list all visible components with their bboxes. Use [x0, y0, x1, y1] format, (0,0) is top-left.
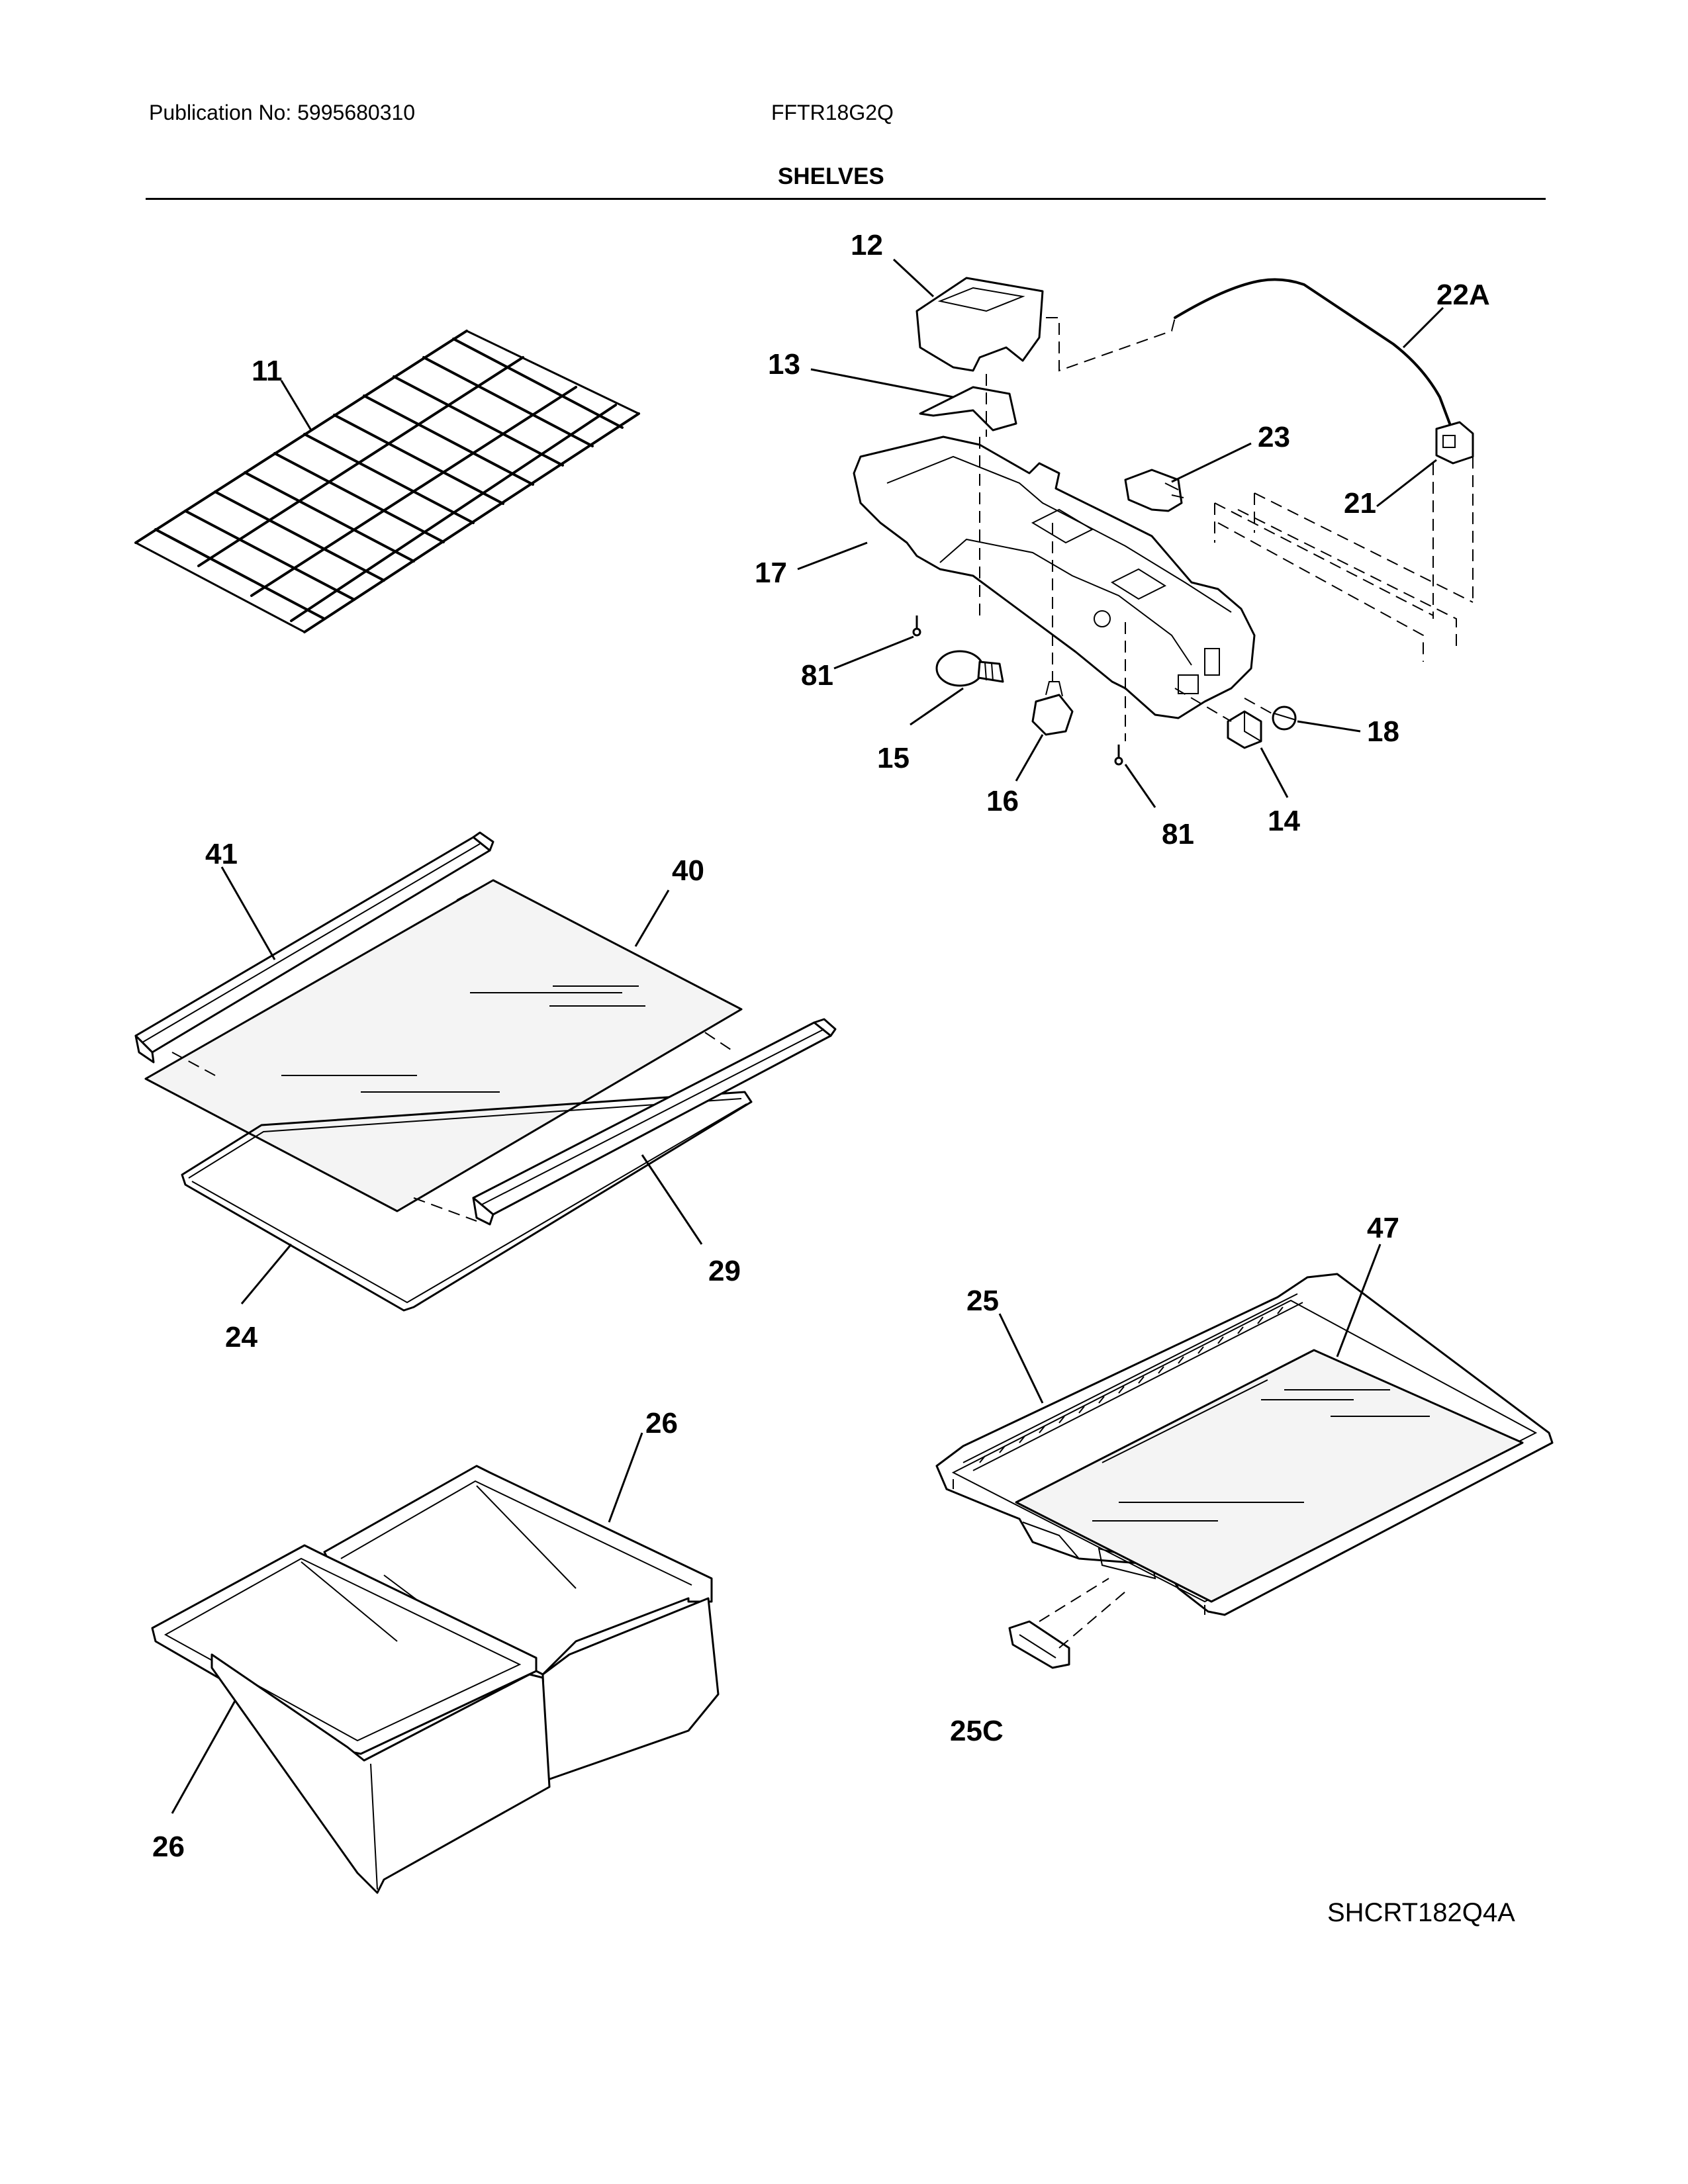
callout-13: 13: [768, 348, 800, 381]
publication-number: Publication No: 5995680310: [149, 101, 416, 124]
callout-40: 40: [672, 854, 704, 887]
switch-part-14[interactable]: [1227, 710, 1262, 749]
drawing-code: SHCRT182Q4A: [1327, 1898, 1515, 1927]
callout-41: 41: [205, 838, 238, 870]
callout-16: 16: [986, 785, 1019, 817]
callout-12: 12: [851, 229, 883, 261]
model-number: FFTR18G2Q: [771, 101, 894, 124]
header-divider: [146, 198, 1546, 200]
wire-harness-part-22a[interactable]: [1174, 278, 1451, 425]
callout-14: 14: [1268, 805, 1300, 837]
glass-shelf-part-40[interactable]: [144, 879, 743, 1212]
callout-24: 24: [225, 1321, 258, 1353]
socket-part-16[interactable]: [1031, 681, 1074, 736]
section-title: SHELVES: [778, 163, 884, 189]
cover-clip-part-25c[interactable]: [1008, 1620, 1070, 1669]
crisper-pan-part-26-front[interactable]: [151, 1544, 551, 1894]
callout-47: 47: [1367, 1212, 1399, 1244]
crisper-glass-part-47[interactable]: [1015, 1349, 1524, 1603]
lens-part-13[interactable]: [919, 386, 1017, 432]
callout-22a: 22A: [1436, 279, 1490, 311]
front-trim-part-29[interactable]: [472, 1018, 837, 1226]
callout-15: 15: [877, 742, 910, 774]
rear-trim-part-41[interactable]: [134, 831, 494, 1064]
callout-81-left: 81: [801, 659, 833, 692]
control-part-23[interactable]: [1124, 469, 1184, 512]
callout-81-right: 81: [1162, 818, 1194, 850]
callout-26-front: 26: [152, 1831, 185, 1863]
screw-part-81-right[interactable]: [1114, 745, 1123, 766]
callout-25c: 25C: [950, 1715, 1004, 1747]
connector-part-21[interactable]: [1435, 421, 1474, 465]
bulb-part-15[interactable]: [935, 650, 1004, 687]
callout-18: 18: [1367, 715, 1399, 748]
frame-part-24[interactable]: [181, 1091, 753, 1312]
light-shield-part-12[interactable]: [915, 277, 1044, 372]
button-part-18[interactable]: [1272, 705, 1297, 731]
crisper-cover-vents: [962, 1293, 1303, 1471]
callout-17: 17: [755, 557, 787, 589]
callout-23: 23: [1258, 421, 1290, 453]
callout-11: 11: [252, 355, 283, 387]
callout-29: 29: [708, 1255, 741, 1287]
screw-part-81-left[interactable]: [912, 615, 921, 637]
light-housing-part-17[interactable]: [853, 435, 1256, 719]
callout-26-back: 26: [645, 1407, 678, 1439]
callout-21: 21: [1344, 487, 1376, 520]
callout-25: 25: [966, 1285, 999, 1317]
wire-shelf-part-11[interactable]: [134, 330, 640, 633]
